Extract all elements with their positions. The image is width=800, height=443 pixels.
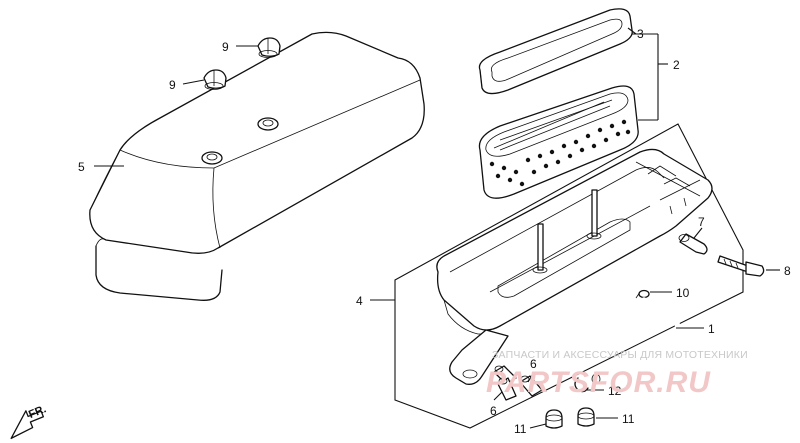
callout-6-lower: 6 [490, 404, 497, 418]
breather-tube [591, 297, 681, 385]
callout-8: 8 [784, 264, 791, 278]
callout-10: 10 [676, 286, 690, 300]
callout-11-left: 11 [514, 422, 527, 436]
front-direction-arrow: FR. [10, 403, 48, 440]
watermark-tagline: ЗАПЧАСТИ И АКСЕССУАРЫ ДЛЯ МОТОТЕХНИКИ [492, 349, 748, 361]
callout-5: 5 [78, 160, 85, 174]
filter-perforations [489, 119, 631, 187]
watermark: ЗАПЧАСТИ И АКСЕССУАРЫ ДЛЯ МОТОТЕХНИКИ PA… [486, 349, 748, 399]
callout-2: 2 [673, 58, 680, 72]
cap-nut-right [577, 407, 595, 427]
cap-nut-left [545, 409, 563, 429]
callout-7: 7 [698, 215, 705, 229]
dowel-pin-middle [519, 375, 543, 397]
dowel-pin-upper [493, 365, 517, 385]
callout-9-lower: 9 [169, 78, 176, 92]
hose-clip [635, 289, 650, 299]
air-cleaner-cover [89, 31, 425, 301]
paper-filter-element [478, 85, 639, 199]
collar-spacer [678, 233, 708, 255]
dowel-pin-lower [497, 377, 517, 401]
callout-6-upper: 6 [530, 357, 537, 371]
wing-nut-upper [257, 37, 281, 58]
flange-bolt [717, 255, 765, 277]
callout-9-upper: 9 [222, 40, 229, 54]
callout-4: 4 [356, 294, 363, 308]
air-cleaner-case [436, 148, 713, 385]
callout-11-right: 11 [622, 412, 635, 426]
pre-cleaner-foam [478, 8, 633, 95]
front-direction-label: FR. [27, 403, 48, 421]
callout-labels: 9 9 5 3 2 4 7 8 10 1 6 6 12 11 11 [78, 27, 791, 436]
wing-nut-lower [203, 69, 227, 90]
leader-lines [94, 27, 780, 429]
watermark-brand: PARTSFOR.RU [486, 366, 711, 399]
callout-1: 1 [708, 322, 715, 336]
small-clip [574, 377, 589, 393]
assembly-box-outline [394, 123, 744, 429]
callout-3: 3 [637, 27, 644, 41]
callout-12: 12 [608, 384, 622, 398]
